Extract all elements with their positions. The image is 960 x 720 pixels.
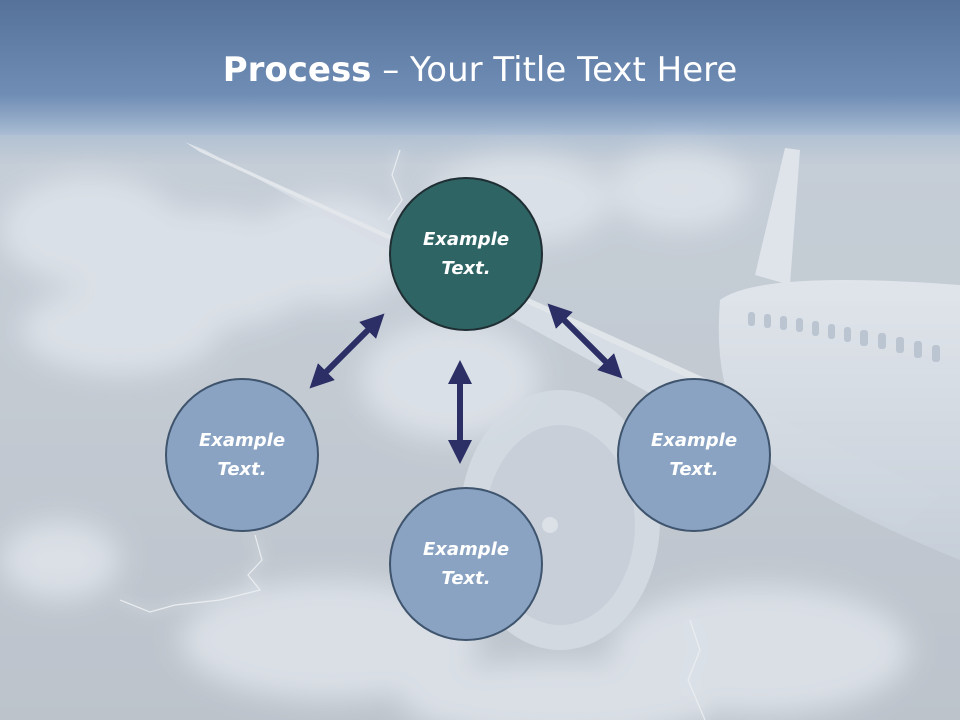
node-top-label: Example Text. <box>422 229 510 279</box>
node-left: Example Text. <box>165 378 319 532</box>
node-right-label: Example Text. <box>650 430 738 480</box>
title-rest: – Your Title Text Here <box>371 50 738 90</box>
node-top: Example Text. <box>389 177 543 331</box>
node-bottom: Example Text. <box>389 487 543 641</box>
arrow-top-right <box>547 303 623 379</box>
arrow-top-left <box>309 313 385 389</box>
title-bold: Process <box>222 50 372 90</box>
slide-title: Process – Your Title Text Here <box>0 50 960 90</box>
node-left-label: Example Text. <box>198 430 286 480</box>
node-bottom-label: Example Text. <box>422 539 510 589</box>
node-right: Example Text. <box>617 378 771 532</box>
